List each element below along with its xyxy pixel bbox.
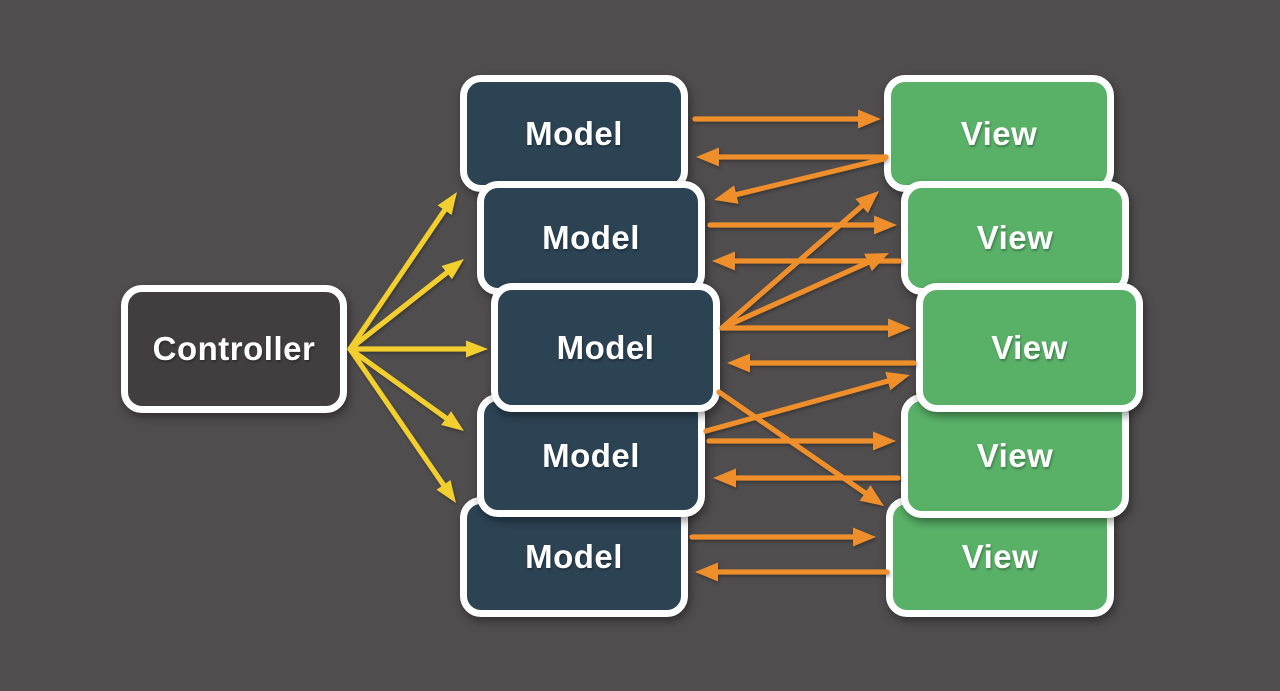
view-2-node: View bbox=[901, 181, 1129, 295]
arrow-controller-to-model-5 bbox=[347, 346, 456, 503]
arrow-controller-to-model-1 bbox=[347, 192, 457, 352]
arrow-model-3-to-view-1 bbox=[719, 191, 879, 331]
arrow-model-4-to-view-4 bbox=[706, 431, 896, 451]
view-3-label: View bbox=[991, 328, 1068, 366]
model-3-label: Model bbox=[556, 328, 655, 366]
arrow-controller-to-model-4 bbox=[347, 346, 464, 431]
view-1-node: View bbox=[884, 75, 1114, 192]
model-3-node: Model bbox=[491, 283, 720, 412]
arrow-view-5-to-model-5 bbox=[695, 562, 890, 582]
arrow-model-1-to-view-1 bbox=[692, 109, 881, 129]
arrow-model-3-to-view-2 bbox=[719, 253, 889, 331]
controller-label: Controller bbox=[152, 330, 316, 367]
model-2-node: Model bbox=[477, 181, 705, 295]
model-4-node: Model bbox=[477, 394, 705, 517]
view-4-node: View bbox=[901, 394, 1129, 518]
arrow-view-1-to-model-2 bbox=[714, 156, 887, 204]
model-4-label: Model bbox=[542, 436, 640, 474]
arrow-controller-to-model-3 bbox=[347, 340, 488, 358]
arrow-model-3-to-view-5 bbox=[716, 389, 884, 506]
model-1-label: Model bbox=[525, 114, 623, 152]
arrow-model-3-to-view-3 bbox=[719, 318, 911, 338]
arrow-model-4-to-view-3 bbox=[703, 371, 910, 434]
arrow-controller-to-model-2 bbox=[347, 259, 464, 352]
model-5-label: Model bbox=[525, 538, 623, 575]
arrow-view-2-to-model-2 bbox=[712, 251, 902, 271]
model-2-label: Model bbox=[542, 219, 640, 256]
arrow-view-4-to-model-4 bbox=[713, 468, 901, 488]
arrow-model-5-to-view-5 bbox=[689, 527, 876, 547]
view-1-label: View bbox=[960, 114, 1038, 152]
controller-node: Controller bbox=[121, 285, 347, 413]
view-2-label: View bbox=[976, 219, 1054, 256]
model-1-node: Model bbox=[460, 75, 688, 192]
arrow-model-2-to-view-2 bbox=[707, 215, 897, 235]
arrow-view-1-to-model-1 bbox=[696, 147, 889, 167]
view-3-node: View bbox=[916, 283, 1143, 412]
view-4-label: View bbox=[976, 437, 1054, 474]
view-5-label: View bbox=[961, 538, 1039, 575]
arrow-view-3-to-model-3 bbox=[727, 353, 917, 373]
